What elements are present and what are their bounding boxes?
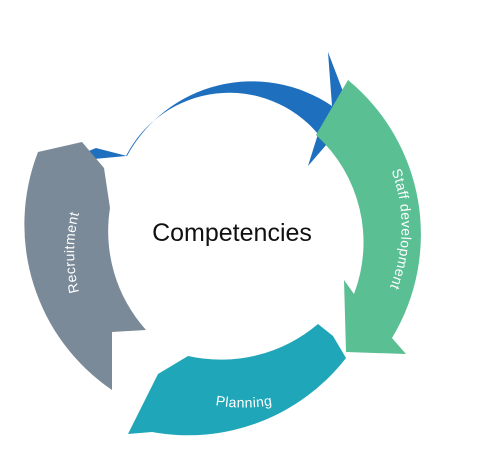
segment-performance-arrow (62, 52, 352, 166)
segment-planning-label: Planning (215, 392, 273, 410)
segment-recruitment-arrow (24, 142, 147, 390)
segment-staff-arrow (316, 80, 421, 354)
center-title: Competencies (152, 219, 312, 247)
segment-recruitment-label: Recruitment (61, 210, 82, 295)
segment-performance-label: Performance management (132, 39, 309, 91)
segment-planning-arrow (128, 324, 346, 436)
